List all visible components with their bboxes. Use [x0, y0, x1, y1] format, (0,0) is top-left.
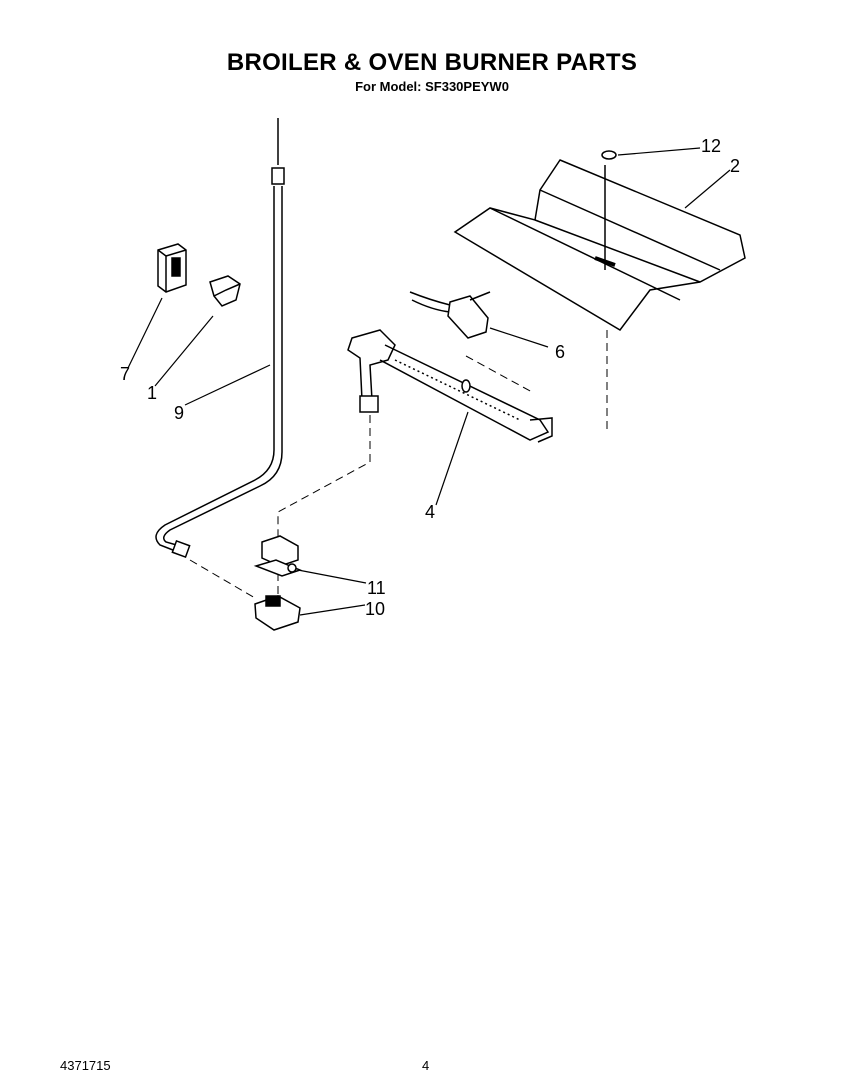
- page-number: 4: [422, 1058, 430, 1073]
- page-title: BROILER & OVEN BURNER PARTS: [226, 49, 638, 76]
- callout-6: 6: [555, 342, 566, 362]
- callout-4: 4: [425, 502, 436, 522]
- burner-part-4: [347, 329, 553, 443]
- callout-10: 10: [365, 599, 386, 619]
- orifice-part-10: [254, 595, 301, 631]
- model-subtitle: For Model: SF330PEYW0: [355, 79, 509, 94]
- part-1-clip: [209, 275, 241, 307]
- part-number: 4371715: [60, 1058, 111, 1073]
- callout-9: 9: [174, 403, 185, 423]
- part-7-block: [157, 243, 187, 293]
- callout-7: 7: [120, 364, 131, 384]
- nut-part-12: [601, 150, 617, 160]
- callout-11: 11: [367, 578, 386, 598]
- burner-shield-part-2: [453, 159, 746, 331]
- gas-tube-part-9: [155, 118, 285, 558]
- igniter-part-6: [409, 291, 491, 339]
- callout-1: 1: [147, 383, 158, 403]
- callout-2: 2: [730, 156, 741, 176]
- callout-leaders: [127, 147, 731, 616]
- callout-12: 12: [701, 136, 722, 156]
- bracket-part-11: [253, 535, 303, 577]
